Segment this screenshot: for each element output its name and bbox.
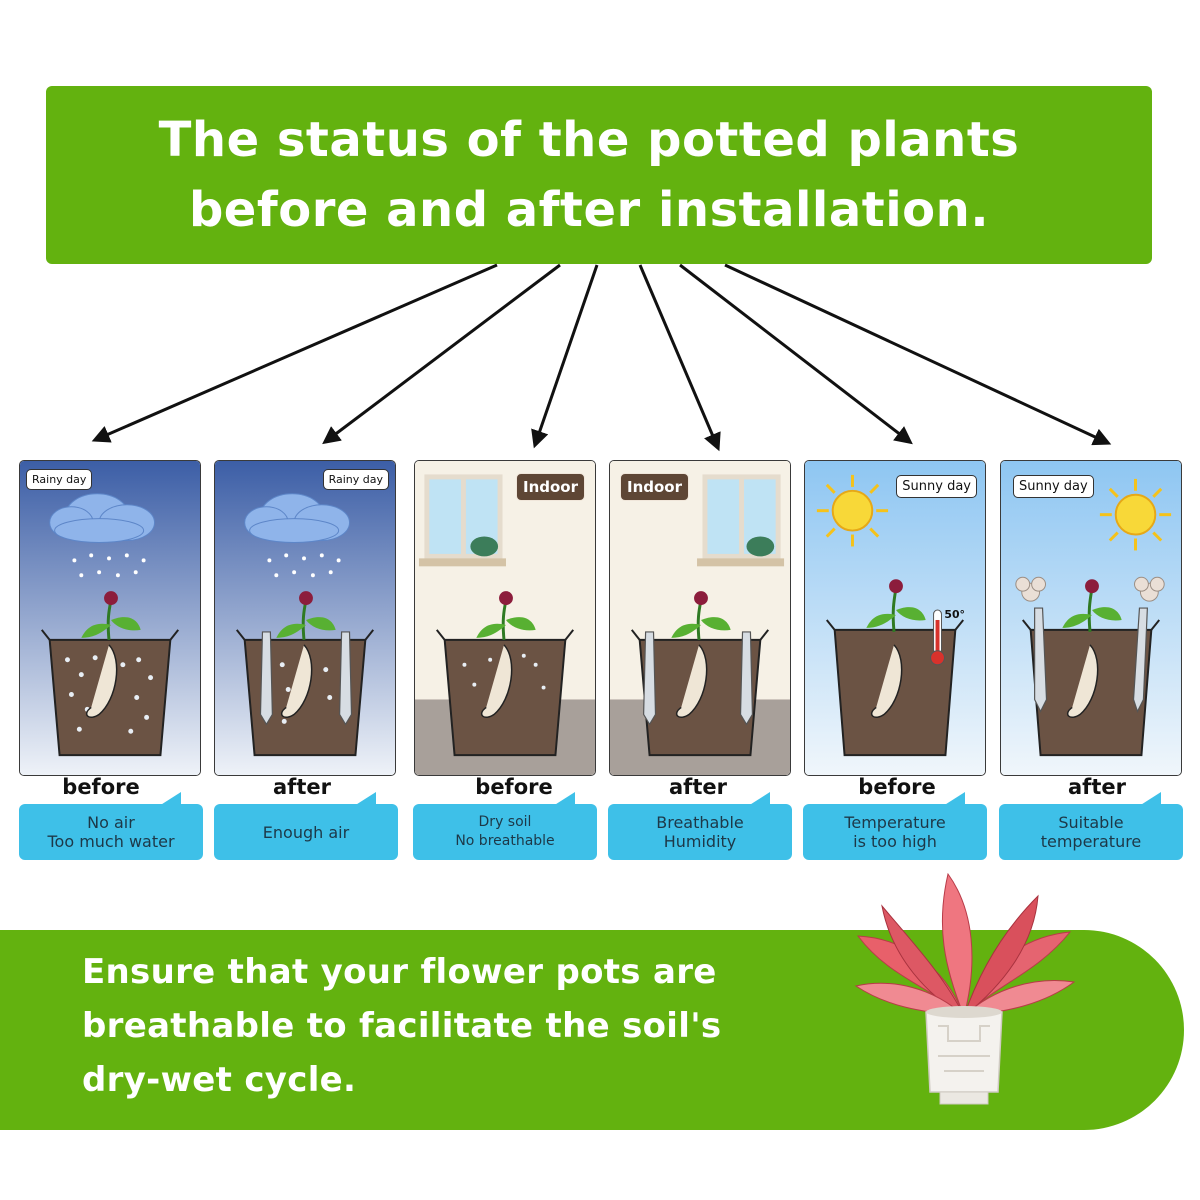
ginseng-root-icon	[276, 591, 336, 718]
caption-bubble: Dry soil No breathable	[413, 792, 597, 860]
potted-plant-image	[854, 872, 1076, 1105]
panel-indoor-after: Indoor	[609, 460, 791, 776]
caption-line: is too high	[853, 832, 937, 851]
steam-icon	[1015, 576, 1165, 602]
ginseng-root-icon	[1062, 579, 1122, 718]
panel-sunny-after: Sunny day	[1000, 460, 1182, 776]
water-drops-icon	[279, 662, 333, 724]
window-icon	[697, 474, 785, 567]
panel-sunny-before: 50° Sunny day	[804, 460, 986, 776]
title-banner: The status of the potted plants before a…	[46, 86, 1152, 264]
weather-tag: Sunny day	[1013, 475, 1094, 498]
panel-rainy-before: Rainy day	[19, 460, 201, 776]
title-line-2: before and after installation.	[188, 182, 990, 238]
caption-line: No air	[87, 813, 135, 832]
caption-bubble: Breathable Humidity	[608, 792, 792, 860]
dry-soil-dots-icon	[462, 653, 546, 690]
panel-indoor-before: Indoor	[414, 460, 596, 776]
stage-label: after	[273, 775, 331, 799]
white-pot-icon	[925, 1006, 1003, 1105]
caption-bubble: Suitable temperature	[999, 792, 1183, 860]
stage-label: after	[1068, 775, 1126, 799]
caption-line: Breathable	[656, 813, 744, 832]
water-drops-icon	[65, 655, 154, 734]
thermometer-icon: 50°	[930, 608, 965, 666]
thermometer-label: 50°	[944, 608, 965, 621]
caption-line: No breathable	[455, 833, 555, 849]
window-icon	[418, 474, 506, 567]
arrow-4	[638, 264, 721, 452]
rain-drops-icon	[267, 553, 341, 578]
weather-tag: Sunny day	[896, 475, 977, 498]
caption-bubble: Temperature is too high	[803, 792, 987, 860]
cloud-icon	[244, 493, 350, 543]
arrow-3	[531, 264, 599, 449]
caption-line: Dry soil	[478, 814, 532, 830]
sun-icon	[816, 474, 889, 547]
caption-bubble: Enough air	[214, 792, 398, 860]
ginseng-root-icon	[476, 591, 536, 718]
footer-line-1: Ensure that your flower pots are	[82, 952, 717, 992]
connector-arrows	[91, 263, 1112, 452]
arrow-5	[679, 263, 913, 445]
footer-line-2: breathable to facilitate the soil's	[82, 1006, 722, 1046]
footer-line-3: dry-wet cycle.	[82, 1060, 357, 1100]
caption-line: Suitable	[1058, 813, 1124, 832]
arrow-6	[724, 263, 1112, 446]
air-probe-icon	[259, 631, 353, 726]
arrow-2	[322, 263, 561, 445]
weather-tag: Rainy day	[26, 469, 93, 490]
caption-line: Humidity	[663, 832, 737, 851]
stage-label: before	[62, 775, 140, 799]
stage-label: before	[858, 775, 936, 799]
air-probe-icon	[643, 631, 754, 726]
caption-line: Too much water	[47, 832, 175, 851]
air-probe-icon	[1034, 607, 1148, 713]
ginseng-root-icon	[866, 579, 926, 718]
title-line-1: The status of the potted plants	[158, 112, 1020, 168]
weather-tag: Rainy day	[322, 469, 389, 490]
cloud-icon	[49, 493, 155, 543]
ginseng-root-icon	[81, 591, 141, 718]
caption-line: temperature	[1040, 832, 1142, 851]
stage-label: after	[669, 775, 727, 799]
caption-line: Temperature	[844, 813, 946, 832]
ginseng-root-icon	[671, 591, 731, 718]
caption-line: Enough air	[262, 822, 350, 842]
panel-rainy-after: Rainy day	[214, 460, 396, 776]
rain-drops-icon	[72, 553, 146, 578]
location-tag: Indoor	[515, 473, 585, 501]
stage-label: before	[475, 775, 553, 799]
location-tag: Indoor	[620, 473, 690, 501]
arrow-1	[91, 263, 498, 443]
plant-leaves-icon	[854, 872, 1076, 1018]
sun-icon	[1099, 478, 1172, 551]
caption-bubble: No air Too much water	[19, 792, 203, 860]
